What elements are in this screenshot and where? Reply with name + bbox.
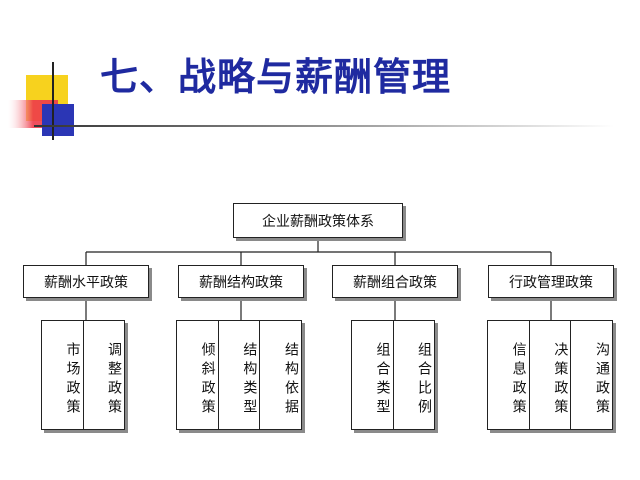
leaf-item: 组合类型: [374, 341, 391, 418]
leaf-group-administration: 信息政策 决策政策 沟通政策: [487, 320, 613, 430]
root-policy-label: 企业薪酬政策体系: [262, 213, 374, 230]
title-underline: [34, 125, 614, 127]
page-title: 七、战略与薪酬管理: [100, 55, 452, 99]
branch-label: 薪酬组合政策: [353, 274, 437, 291]
branch-box-salary-level: 薪酬水平政策: [23, 265, 149, 298]
leaf-item: 决策政策: [528, 321, 571, 429]
branch-box-administration: 行政管理政策: [488, 265, 614, 298]
branch-label: 行政管理政策: [509, 274, 593, 291]
leaf-group-salary-level: 市场政策 调整政策: [41, 320, 125, 430]
leaf-item: 调整政策: [82, 321, 125, 429]
leaf-item: 倾斜政策: [199, 341, 216, 418]
leaf-item: 信息政策: [510, 341, 527, 418]
branch-box-salary-mix: 薪酬组合政策: [332, 265, 458, 298]
leaf-group-salary-structure: 倾斜政策 结构类型 结构依据: [176, 320, 302, 430]
leaf-item: 结构依据: [259, 321, 301, 429]
branch-box-salary-structure: 薪酬结构政策: [178, 265, 304, 298]
leaf-item: 结构类型: [217, 321, 260, 429]
branch-label: 薪酬结构政策: [199, 274, 283, 291]
branch-label: 薪酬水平政策: [44, 274, 128, 291]
leaf-item: 沟通政策: [570, 321, 612, 429]
root-policy-box: 企业薪酬政策体系: [233, 203, 403, 238]
leaf-item: 市场政策: [64, 341, 81, 418]
leaf-group-salary-mix: 组合类型 组合比例: [351, 320, 435, 430]
leaf-item: 组合比例: [392, 321, 435, 429]
